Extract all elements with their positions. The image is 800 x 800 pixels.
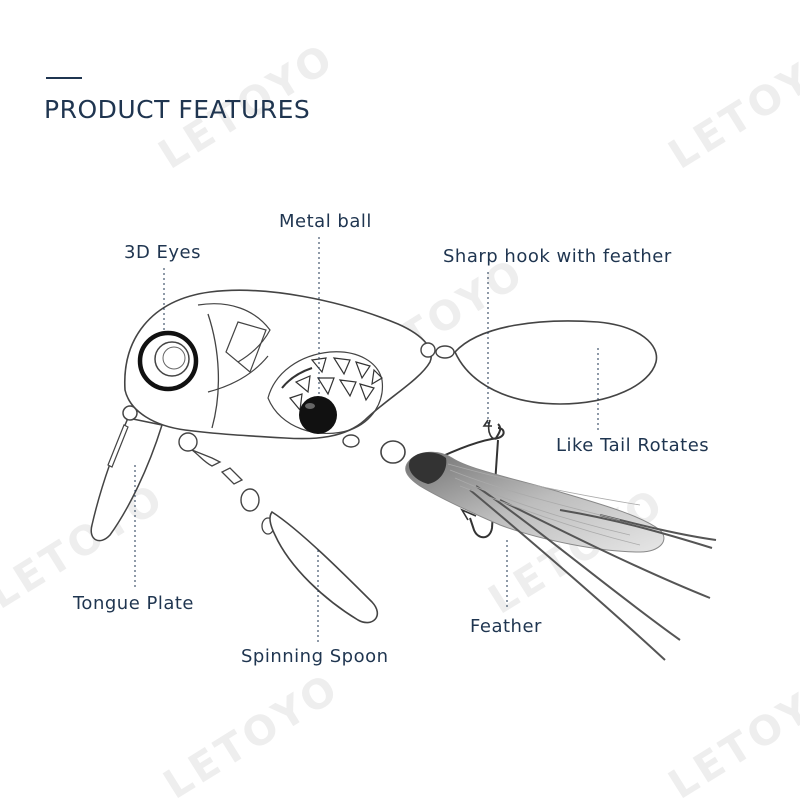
tongue-plate-ring [122,405,138,421]
watermark-text: LETOYO [156,664,348,800]
gill-slash [281,367,313,389]
hook-point [482,419,499,440]
scale-pattern [288,357,383,412]
label-feather: Feather [470,616,542,637]
lure-body [124,289,432,440]
gill-line [207,313,220,429]
label-metal-ball: Metal ball [279,211,372,232]
label-tongue-plate: Tongue Plate [73,593,195,614]
spoon-split-ring [240,488,260,512]
watermark-text: LETOYO [661,664,800,800]
feather-wrap [405,451,665,553]
belly-eyelet [178,432,198,452]
label-sharp-hook: Sharp hook with feather [443,246,672,267]
heading-accent-line [46,77,82,79]
label-tail-rotates: Like Tail Rotates [556,435,710,456]
head-stripe [197,303,271,363]
hook-ring-2 [380,440,406,464]
callout-leaders [134,237,599,642]
hook-shank [469,439,499,539]
hook-barb [460,508,477,521]
watermark-logos: LETOYO LETOYO LETOYO LETOYO LETOYO LETOY… [0,34,800,800]
metal-ball [299,396,337,434]
hook-ring-1 [342,434,360,448]
label-3d-eyes: 3D Eyes [124,242,202,263]
metal-ball-shine [305,403,315,409]
watermark-text: LETOYO [661,34,800,178]
eye-inner-ring [154,341,190,377]
rear-eyelet [420,342,436,358]
label-spinning-spoon: Spinning Spoon [241,646,389,667]
tongue-plate [90,417,163,542]
spinning-spoon [269,510,379,624]
cheek-line [207,355,269,393]
head-plate [225,321,267,373]
tongue-plate-slot [107,424,129,468]
tail-blade [454,320,658,405]
feather-collar [408,452,447,484]
page-title: PRODUCT FEATURES [44,95,311,124]
swivel-lower [220,467,244,485]
tail-split-ring [435,345,455,359]
eye-outer-ring [137,330,199,392]
feather-fibers [447,463,641,546]
swivel-upper [191,449,222,467]
eye-pupil [162,346,186,370]
